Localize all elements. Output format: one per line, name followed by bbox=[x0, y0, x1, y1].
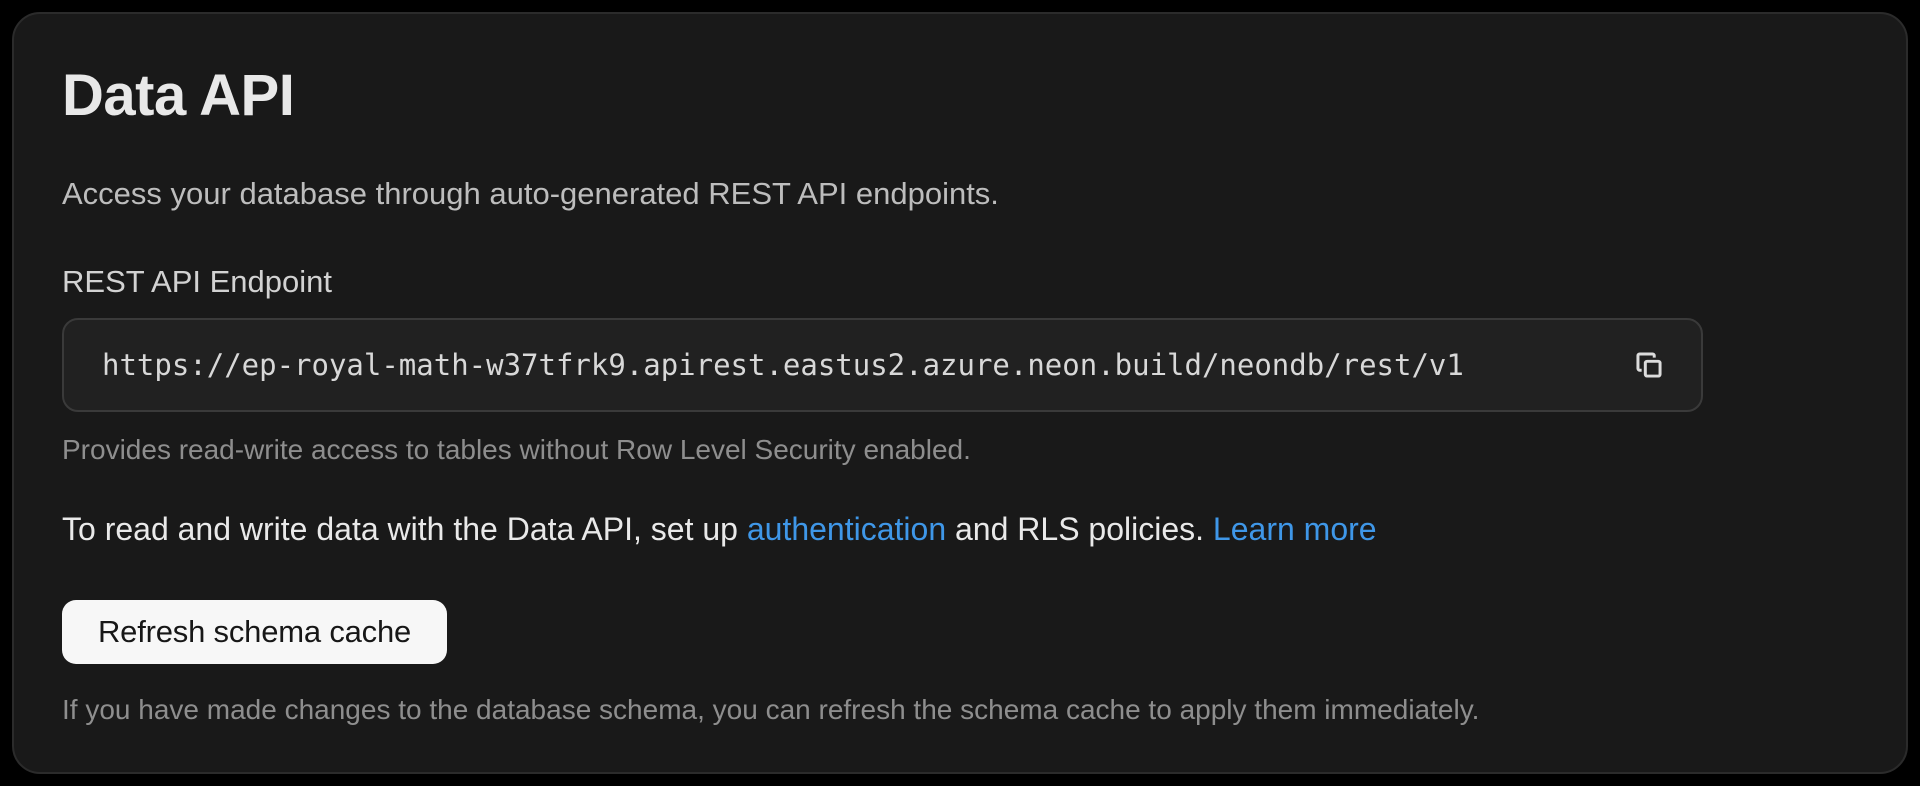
schema-cache-helper-text: If you have made changes to the database… bbox=[62, 694, 1480, 725]
copy-endpoint-button[interactable] bbox=[1623, 339, 1675, 391]
endpoint-url-value: https://ep-royal-math-w37tfrk9.apirest.e… bbox=[102, 348, 1464, 382]
authentication-link[interactable]: authentication bbox=[746, 511, 947, 547]
data-api-panel: Data API Access your database through au… bbox=[12, 12, 1908, 774]
auth-cta-text: To read and write data with the Data API… bbox=[62, 508, 1858, 550]
rest-api-endpoint-label: REST API Endpoint bbox=[62, 264, 332, 299]
copy-icon bbox=[1632, 348, 1666, 382]
refresh-schema-cache-button[interactable]: Refresh schema cache bbox=[62, 600, 448, 664]
endpoint-helper-text: Provides read-write access to tables wit… bbox=[62, 434, 971, 465]
endpoint-url-box: https://ep-royal-math-w37tfrk9.apirest.e… bbox=[62, 318, 1703, 412]
learn-more-link[interactable]: Learn more bbox=[1212, 511, 1377, 547]
cta-middle: and RLS policies. bbox=[946, 511, 1213, 547]
page-description: Access your database through auto-genera… bbox=[62, 176, 999, 211]
cta-prefix: To read and write data with the Data API… bbox=[62, 511, 747, 547]
page-title: Data API bbox=[62, 63, 295, 128]
